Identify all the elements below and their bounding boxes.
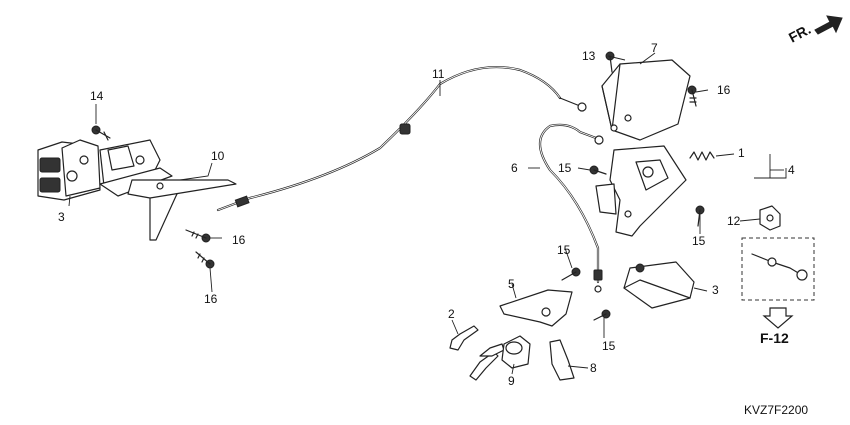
callout-1: 1 bbox=[738, 146, 745, 160]
front-direction-marker: FR. bbox=[786, 15, 843, 46]
callout-numbers: 14 10 3 16 16 11 6 13 7 16 1 4 15 15 12 … bbox=[58, 41, 795, 388]
callout-9: 9 bbox=[508, 374, 515, 388]
down-arrow-icon bbox=[762, 307, 794, 329]
callout-10: 10 bbox=[211, 149, 225, 163]
screw-13 bbox=[605, 51, 615, 73]
callout-6: 6 bbox=[511, 161, 518, 175]
inset-detail-box bbox=[741, 237, 815, 301]
screw-16-left-lower bbox=[195, 251, 215, 269]
leader-lines bbox=[68, 52, 787, 375]
cable-clamp-12 bbox=[759, 205, 781, 231]
callout-16-left-lower: 16 bbox=[204, 292, 218, 306]
callout-15-right: 15 bbox=[692, 234, 706, 248]
callout-14: 14 bbox=[90, 89, 104, 103]
right-actuator-3 bbox=[623, 261, 695, 309]
screw-15-upper bbox=[589, 165, 607, 175]
left-latch-assembly bbox=[37, 139, 181, 241]
callout-3-right: 3 bbox=[712, 283, 719, 297]
callout-16-right: 16 bbox=[717, 83, 731, 97]
callout-4: 4 bbox=[788, 163, 795, 177]
lever-bracket bbox=[127, 179, 237, 199]
right-latch-bracket bbox=[595, 145, 687, 237]
callout-2: 2 bbox=[448, 307, 455, 321]
ignition-cylinder-9 bbox=[501, 335, 531, 369]
callout-15-middle: 15 bbox=[557, 243, 571, 257]
callout-11: 11 bbox=[432, 67, 445, 81]
cover-7 bbox=[601, 59, 691, 141]
clip-8 bbox=[549, 339, 575, 381]
callout-7: 7 bbox=[651, 41, 658, 55]
figure-code: KVZ7F2200 bbox=[744, 403, 808, 417]
reference-label: F-12 bbox=[760, 330, 789, 346]
screw-16-right bbox=[687, 85, 697, 107]
screw-15-lower bbox=[593, 309, 611, 321]
callout-3-left: 3 bbox=[58, 210, 65, 224]
screw-14 bbox=[91, 125, 111, 141]
spring-1 bbox=[689, 151, 715, 161]
cable-11 bbox=[216, 65, 587, 212]
cable-6 bbox=[538, 123, 604, 293]
keys-2 bbox=[449, 325, 505, 381]
front-arrow-icon bbox=[814, 15, 843, 35]
callout-16-left-upper: 16 bbox=[232, 233, 246, 247]
callout-5: 5 bbox=[508, 277, 515, 291]
callout-13: 13 bbox=[582, 49, 596, 63]
screw-15-middle bbox=[561, 267, 581, 281]
callout-15-lower: 15 bbox=[602, 339, 616, 353]
front-direction-label: FR. bbox=[786, 21, 813, 46]
callout-12: 12 bbox=[727, 214, 741, 228]
bracket-5 bbox=[499, 289, 573, 327]
reference-arrow: F-12 bbox=[760, 307, 794, 346]
screw-16-left-upper bbox=[185, 229, 211, 243]
callout-15-upper: 15 bbox=[558, 161, 572, 175]
callout-8: 8 bbox=[590, 361, 597, 375]
